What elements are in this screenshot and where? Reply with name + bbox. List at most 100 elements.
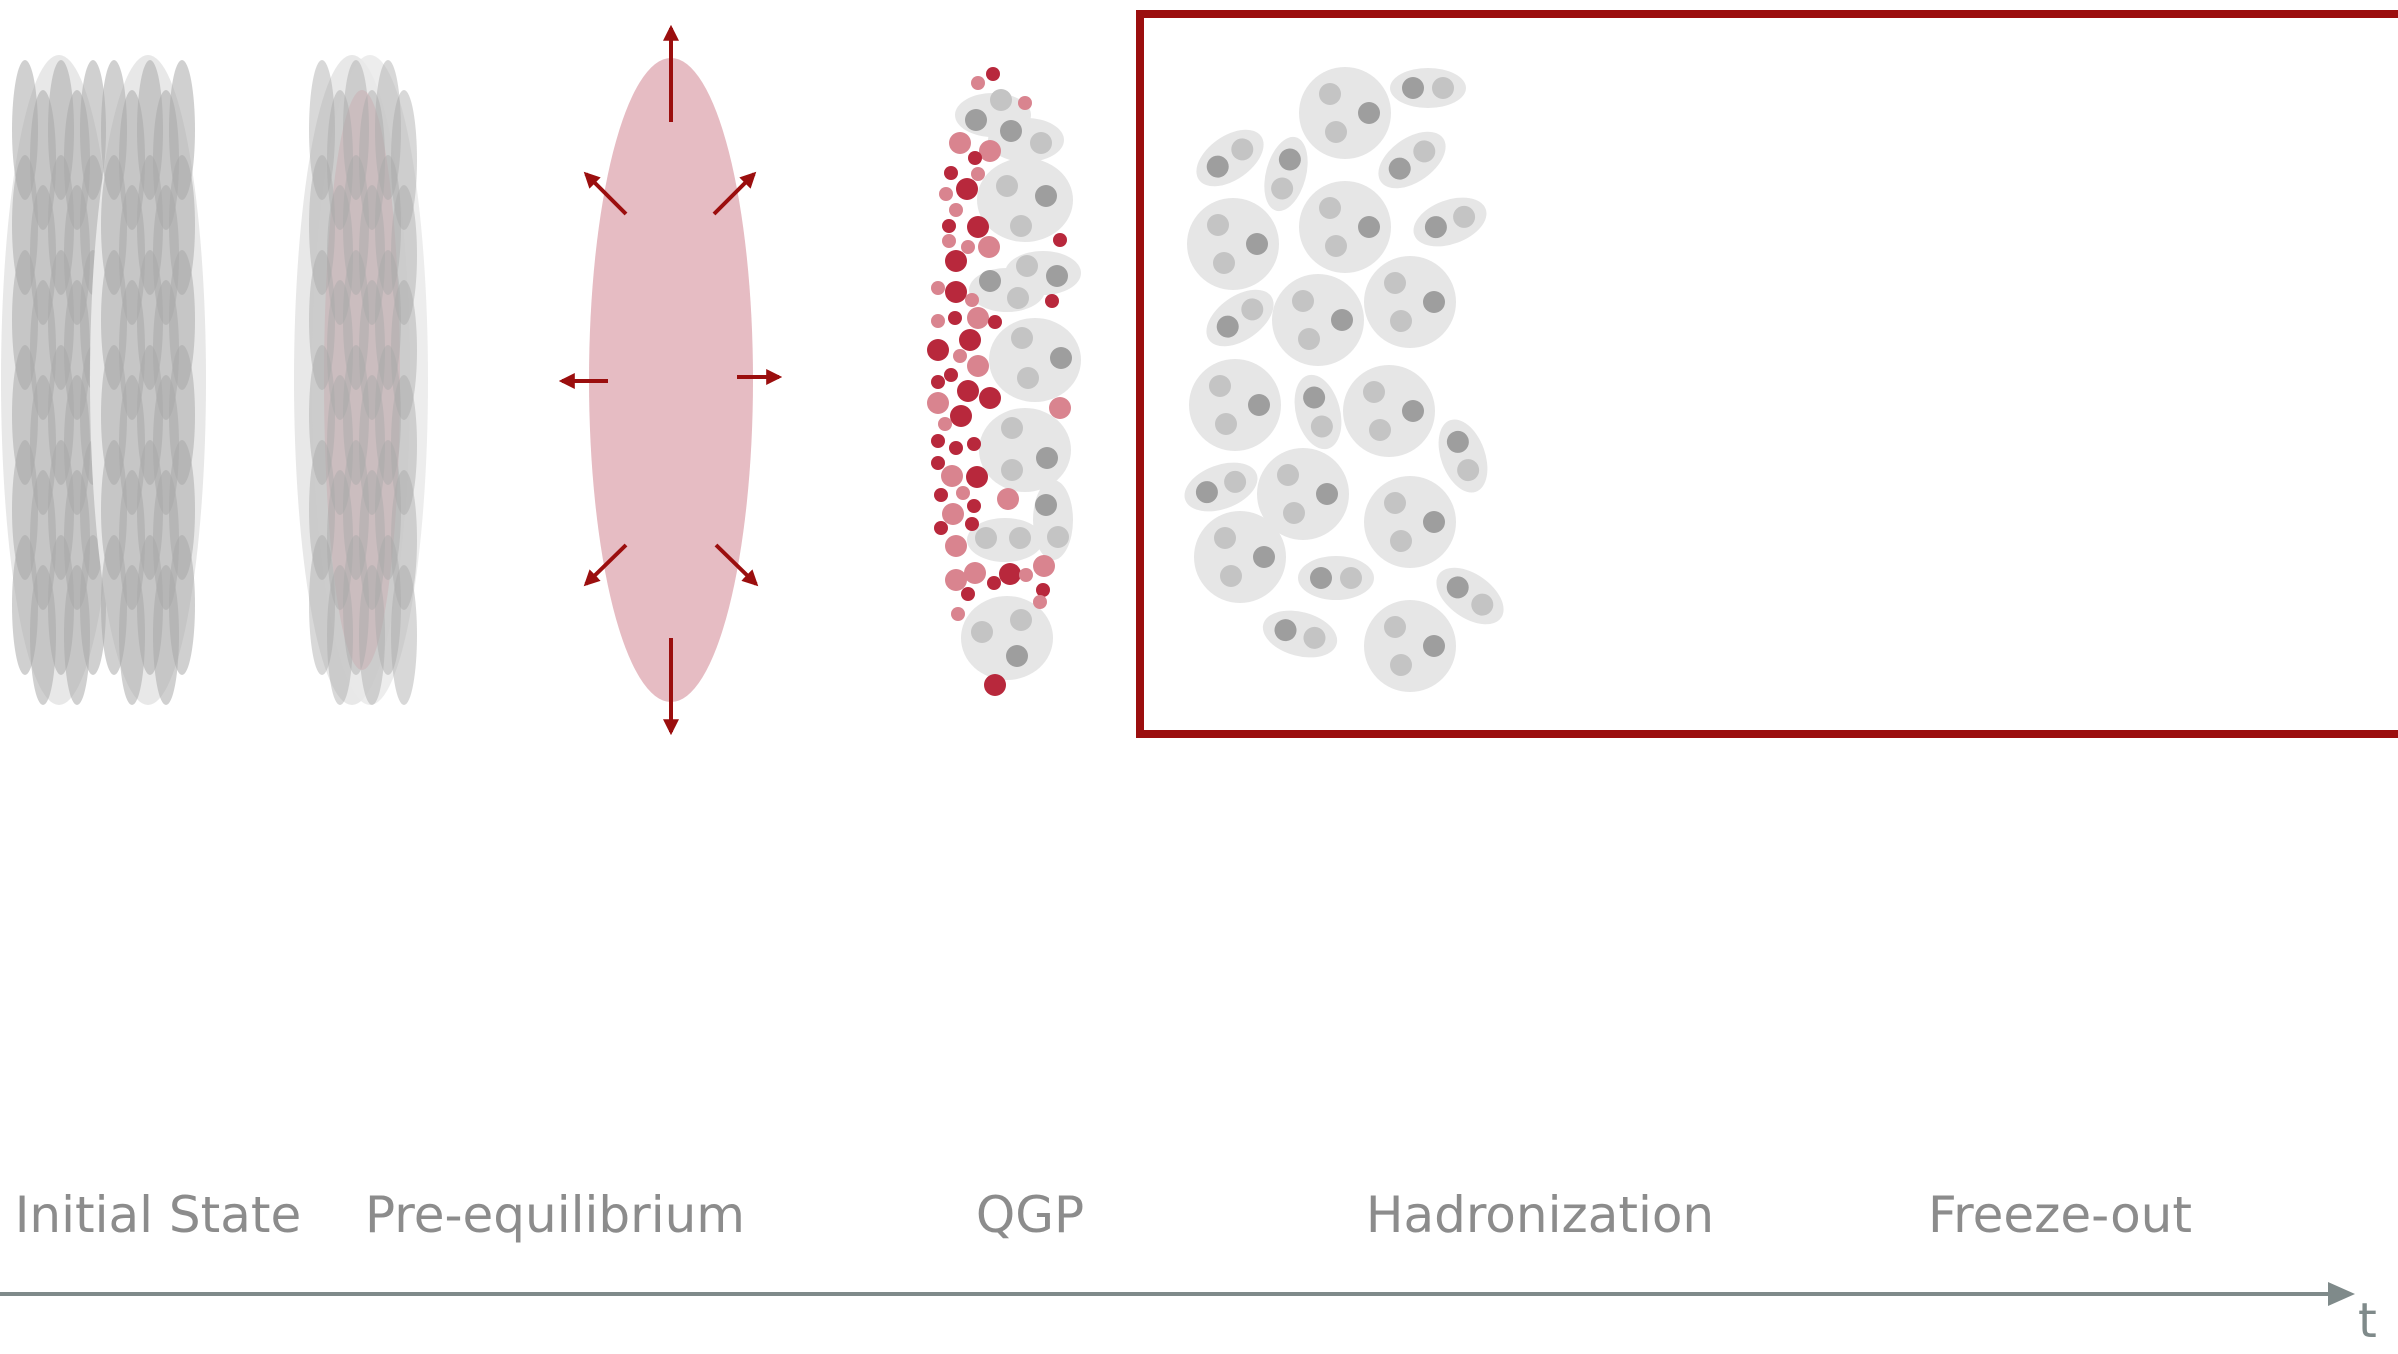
baryon-quark [1253, 546, 1275, 568]
quark [971, 76, 985, 90]
meson-halo [1206, 289, 1274, 347]
meson-quark [1241, 298, 1264, 321]
baryon-quark [1214, 527, 1236, 549]
meson-quark [1310, 567, 1332, 589]
quark [1049, 397, 1071, 419]
baryon [1299, 181, 1391, 273]
pre-eq-nucleon [343, 155, 369, 295]
pre-eq-nucleon [375, 440, 401, 580]
meson [1298, 556, 1374, 600]
meson-quark [1303, 386, 1326, 409]
quark [1018, 96, 1032, 110]
pre-eq-nucleon [327, 185, 353, 325]
quark [988, 315, 1002, 329]
hadron-quark [1030, 132, 1052, 154]
baryon [1272, 274, 1364, 366]
pre-eq-nucleon [375, 60, 401, 200]
quark [945, 281, 967, 303]
quark [997, 488, 1019, 510]
quark [949, 132, 971, 154]
hadron-quark [1035, 185, 1057, 207]
quark [939, 187, 953, 201]
meson [1294, 374, 1342, 450]
meson [1436, 567, 1504, 625]
pre-eq-nucleon [375, 535, 401, 675]
meson [1264, 136, 1308, 212]
hadron-quark [1010, 609, 1032, 631]
hadron-quark [1000, 120, 1022, 142]
quark [944, 166, 958, 180]
meson [1196, 129, 1264, 187]
quark [966, 466, 988, 488]
meson-quark [1457, 459, 1480, 482]
quark [1033, 595, 1047, 609]
hadron-quark [1001, 459, 1023, 481]
nucleus-left [1, 55, 117, 705]
meson [1413, 197, 1487, 247]
quark [1019, 568, 1033, 582]
quark [941, 465, 963, 487]
label-pre-equilibrium: Pre-equilibrium [365, 1186, 745, 1244]
pre-eq-nucleon [327, 375, 353, 515]
baryon-quark [1331, 309, 1353, 331]
baryon-quark [1384, 272, 1406, 294]
quark [984, 674, 1006, 696]
baryon-quark [1298, 328, 1320, 350]
meson-halo [1196, 129, 1264, 187]
quark [979, 140, 1001, 162]
quark [938, 417, 952, 431]
meson-quark [1446, 576, 1469, 599]
baryon [1364, 600, 1456, 692]
baryon-quark [1390, 654, 1412, 676]
pre-eq-nucleon [343, 60, 369, 200]
quark [944, 368, 958, 382]
meson-halo [1438, 419, 1488, 493]
quark [959, 329, 981, 351]
quark [934, 488, 948, 502]
quark [956, 178, 978, 200]
meson-quark [1310, 415, 1333, 438]
meson-quark [1340, 567, 1362, 589]
nucleus-right [90, 55, 206, 705]
baryon [1194, 511, 1286, 603]
time-axis-label: t [2358, 1293, 2377, 1349]
quark [949, 441, 963, 455]
pre-eq-nucleon [359, 90, 385, 230]
baryon-quark [1390, 530, 1412, 552]
meson-quark [1271, 177, 1294, 200]
quark [1033, 555, 1055, 577]
hadron-quark [965, 109, 987, 131]
quark [931, 375, 945, 389]
quark [931, 434, 945, 448]
quark [950, 405, 972, 427]
baryon-quark [1358, 102, 1380, 124]
quark [956, 486, 970, 500]
quark [927, 392, 949, 414]
quark [953, 349, 967, 363]
meson-quark [1453, 205, 1476, 228]
pre-eq-nucleon [343, 440, 369, 580]
quark [971, 167, 985, 181]
hadron-quark [1011, 327, 1033, 349]
quark [949, 203, 963, 217]
label-hadronization: Hadronization [1365, 1186, 1715, 1244]
quark [1045, 294, 1059, 308]
quark [967, 307, 989, 329]
meson-quark [1224, 470, 1247, 493]
meson-halo [1294, 374, 1342, 450]
quark [978, 236, 1000, 258]
pre-eq-nucleon [343, 345, 369, 485]
freeze-out-system [1136, 10, 2398, 738]
meson [1262, 610, 1338, 658]
label-qgp: QGP [975, 1186, 1085, 1244]
pre-eq-nucleon [391, 375, 417, 515]
hadron-quark [1047, 526, 1069, 548]
baryon-quark [1369, 419, 1391, 441]
label-freeze-out: Freeze-out [1928, 1186, 2192, 1244]
hadron-quark [990, 89, 1012, 111]
baryon [1187, 198, 1279, 290]
meson-quark [1471, 593, 1494, 616]
meson-quark [1402, 77, 1424, 99]
arrow-up-right [712, 171, 757, 216]
